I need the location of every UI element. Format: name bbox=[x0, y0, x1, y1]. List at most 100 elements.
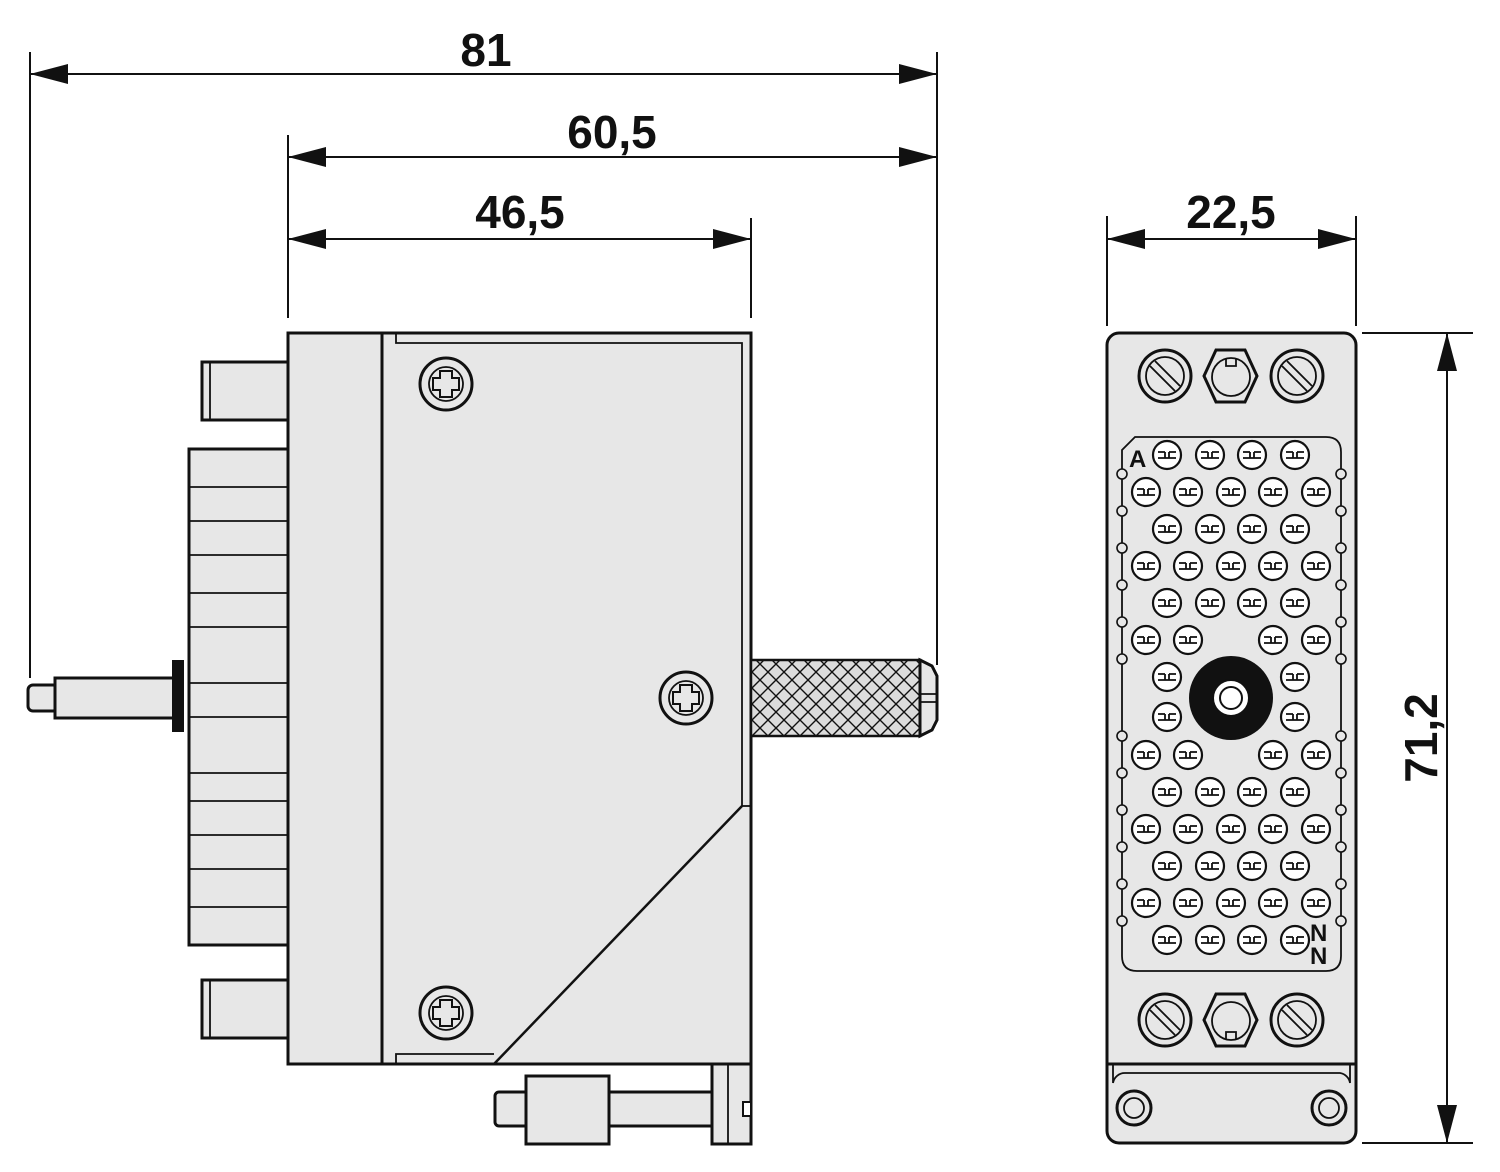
insert-notch bbox=[1335, 878, 1347, 890]
front-hex-nut-bottom bbox=[1202, 992, 1259, 1048]
insert-notch bbox=[1116, 579, 1128, 591]
contact-socket bbox=[1257, 887, 1289, 919]
contact-socket bbox=[1194, 924, 1226, 956]
contact-socket bbox=[1300, 624, 1332, 656]
contact-socket bbox=[1279, 850, 1311, 882]
insert-notch bbox=[1116, 468, 1128, 480]
insert-notch bbox=[1116, 730, 1128, 742]
insert-notch bbox=[1116, 542, 1128, 554]
insert-notch bbox=[1116, 767, 1128, 779]
contact-socket bbox=[1300, 476, 1332, 508]
pin-row-label-n-upper: N bbox=[1310, 920, 1327, 947]
contact-socket bbox=[1300, 887, 1332, 919]
contact-socket bbox=[1130, 624, 1162, 656]
pin-row-label-n-lower: N bbox=[1310, 943, 1327, 970]
dimension-group-side: 81 60,5 46,5 bbox=[29, 24, 938, 678]
arrowhead bbox=[288, 229, 326, 249]
insert-notch bbox=[1116, 653, 1128, 665]
mounting-tab-top bbox=[200, 360, 290, 422]
mounting-tab-bottom bbox=[200, 978, 290, 1040]
contact-socket bbox=[1194, 513, 1226, 545]
dimension-group-front: 22,5 71,2 bbox=[1106, 186, 1473, 1144]
insert-notch bbox=[1335, 616, 1347, 628]
contact-socket bbox=[1151, 513, 1183, 545]
pin-row-label-a: A bbox=[1129, 446, 1146, 473]
contact-socket bbox=[1279, 924, 1311, 956]
contact-socket bbox=[1257, 476, 1289, 508]
contact-socket bbox=[1194, 776, 1226, 808]
contact-socket bbox=[1151, 850, 1183, 882]
insert-notch bbox=[1116, 841, 1128, 853]
front-screw-top-left bbox=[1137, 348, 1193, 404]
contact-socket bbox=[1236, 587, 1268, 619]
front-screw-top-right bbox=[1269, 348, 1325, 404]
center-coding-post bbox=[1189, 656, 1273, 740]
screw-side-bottom bbox=[418, 985, 474, 1041]
insert-notch bbox=[1116, 915, 1128, 927]
contact-socket bbox=[1194, 587, 1226, 619]
insert-notch bbox=[1116, 878, 1128, 890]
insert-notch bbox=[1335, 730, 1347, 742]
contact-socket bbox=[1130, 476, 1162, 508]
insert-notch bbox=[1335, 804, 1347, 816]
arrowhead bbox=[30, 64, 68, 84]
contact-socket bbox=[1130, 813, 1162, 845]
contact-socket bbox=[1236, 776, 1268, 808]
front-mount-hole-left bbox=[1115, 1089, 1153, 1127]
contact-socket bbox=[1194, 850, 1226, 882]
contact-socket bbox=[1130, 550, 1162, 582]
contact-socket bbox=[1300, 739, 1332, 771]
arrowhead bbox=[1318, 229, 1356, 249]
ribbed-insert bbox=[187, 447, 290, 947]
contact-socket bbox=[1172, 550, 1204, 582]
arrowhead bbox=[713, 229, 751, 249]
dimension-body-length: 46,5 bbox=[475, 186, 565, 238]
screw-side-top bbox=[418, 356, 474, 412]
contact-field bbox=[1116, 439, 1347, 956]
contact-socket bbox=[1279, 661, 1311, 693]
contact-socket bbox=[1151, 924, 1183, 956]
contact-socket bbox=[1279, 701, 1311, 733]
contact-socket bbox=[1151, 439, 1183, 471]
arrowhead bbox=[288, 147, 326, 167]
screw-side-middle bbox=[658, 670, 714, 726]
contact-socket bbox=[1236, 924, 1268, 956]
dimension-overall-length: 81 bbox=[460, 24, 511, 76]
contact-socket bbox=[1236, 439, 1268, 471]
side-view bbox=[26, 331, 939, 1146]
contact-socket bbox=[1172, 739, 1204, 771]
arrowhead bbox=[899, 64, 937, 84]
contact-socket bbox=[1151, 587, 1183, 619]
contact-socket bbox=[1130, 887, 1162, 919]
contact-socket bbox=[1151, 776, 1183, 808]
insert-notch bbox=[1335, 767, 1347, 779]
contact-socket bbox=[1172, 476, 1204, 508]
housing-body bbox=[286, 331, 753, 1066]
insert-notch bbox=[1335, 542, 1347, 554]
contact-socket bbox=[1279, 587, 1311, 619]
front-view: A N N bbox=[1105, 331, 1358, 1145]
contact-socket bbox=[1257, 550, 1289, 582]
contact-socket bbox=[1236, 850, 1268, 882]
insert-notch bbox=[1335, 468, 1347, 480]
dimension-body-with-screw: 60,5 bbox=[567, 106, 657, 158]
dimension-height: 71,2 bbox=[1395, 693, 1447, 783]
contact-socket bbox=[1151, 661, 1183, 693]
insert-notch bbox=[1116, 505, 1128, 517]
insert-notch bbox=[1335, 579, 1347, 591]
coding-pin-bottom bbox=[493, 1062, 753, 1146]
arrowhead bbox=[1107, 229, 1145, 249]
arrowhead bbox=[899, 147, 937, 167]
contact-socket bbox=[1257, 624, 1289, 656]
insert-notch bbox=[1335, 841, 1347, 853]
insert-notch bbox=[1335, 505, 1347, 517]
contact-socket bbox=[1215, 550, 1247, 582]
contact-socket bbox=[1279, 439, 1311, 471]
contact-socket bbox=[1172, 813, 1204, 845]
contact-socket bbox=[1300, 813, 1332, 845]
arrowhead bbox=[1437, 333, 1457, 371]
contact-socket bbox=[1279, 513, 1311, 545]
contact-socket bbox=[1194, 439, 1226, 471]
dimension-width: 22,5 bbox=[1186, 186, 1276, 238]
